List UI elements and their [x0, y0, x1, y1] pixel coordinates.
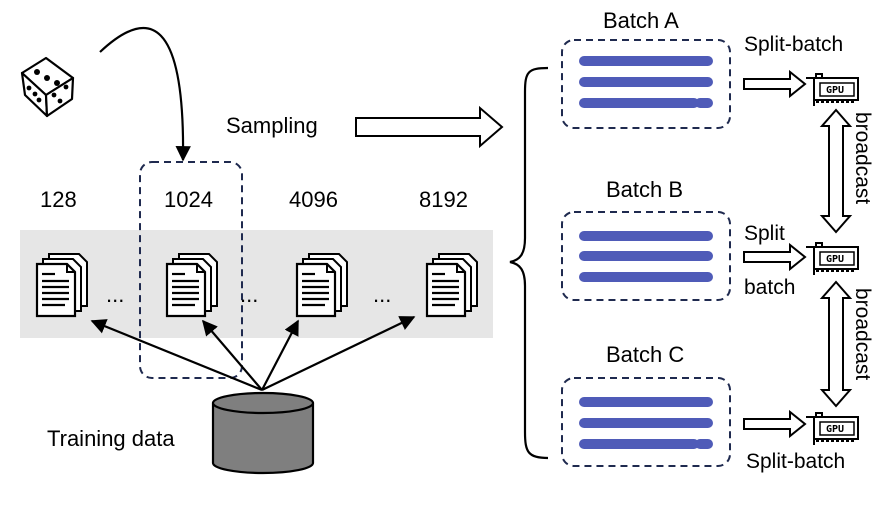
split-batch-label-bottom: Split-batch — [746, 450, 845, 473]
database-icon — [211, 391, 315, 475]
ellipsis: ... — [240, 282, 258, 307]
split-label: Split — [744, 222, 785, 245]
split-arrow-b — [743, 242, 807, 272]
dice-to-selection-arrow — [99, 26, 191, 162]
length-label-128: 128 — [40, 187, 77, 212]
split-arrow-a — [743, 69, 807, 99]
svg-text:GPU: GPU — [826, 85, 844, 96]
batch-a-box — [561, 39, 731, 129]
batch-a-label: Batch A — [603, 8, 679, 33]
batch-c-box — [561, 377, 731, 467]
document-stack-icon — [425, 252, 479, 318]
batch-b-box — [561, 211, 731, 301]
length-label-4096: 4096 — [289, 187, 338, 212]
batch-brace — [509, 66, 549, 460]
svg-text:GPU: GPU — [826, 254, 844, 265]
selected-length-highlight — [139, 161, 243, 379]
batch-label: batch — [744, 276, 795, 299]
document-stack-icon — [295, 252, 349, 318]
ellipsis: ... — [106, 282, 124, 307]
batch-c-label: Batch C — [606, 342, 684, 367]
training-data-label: Training data — [47, 426, 175, 451]
data-arrows — [90, 316, 416, 392]
split-arrow-c — [743, 409, 807, 439]
gpu-icon: GPU — [805, 242, 859, 276]
length-label-1024: 1024 — [164, 187, 213, 212]
batch-b-label: Batch B — [606, 177, 683, 202]
broadcast-arrow-bottom — [819, 280, 853, 408]
ellipsis: ... — [373, 282, 391, 307]
document-stack-icon — [35, 252, 89, 318]
split-batch-label-top: Split-batch — [744, 33, 843, 56]
dice-icon — [20, 56, 75, 118]
broadcast-arrow-top — [819, 108, 853, 234]
length-label-8192: 8192 — [419, 187, 468, 212]
broadcast-label-bottom: broadcast — [851, 288, 874, 380]
sampling-arrow — [355, 105, 504, 149]
gpu-icon: GPU — [805, 73, 859, 107]
svg-text:GPU: GPU — [826, 424, 844, 435]
broadcast-label-top: broadcast — [851, 112, 874, 204]
sampling-label: Sampling — [226, 113, 318, 138]
document-stack-icon — [165, 252, 219, 318]
gpu-icon: GPU — [805, 412, 859, 446]
